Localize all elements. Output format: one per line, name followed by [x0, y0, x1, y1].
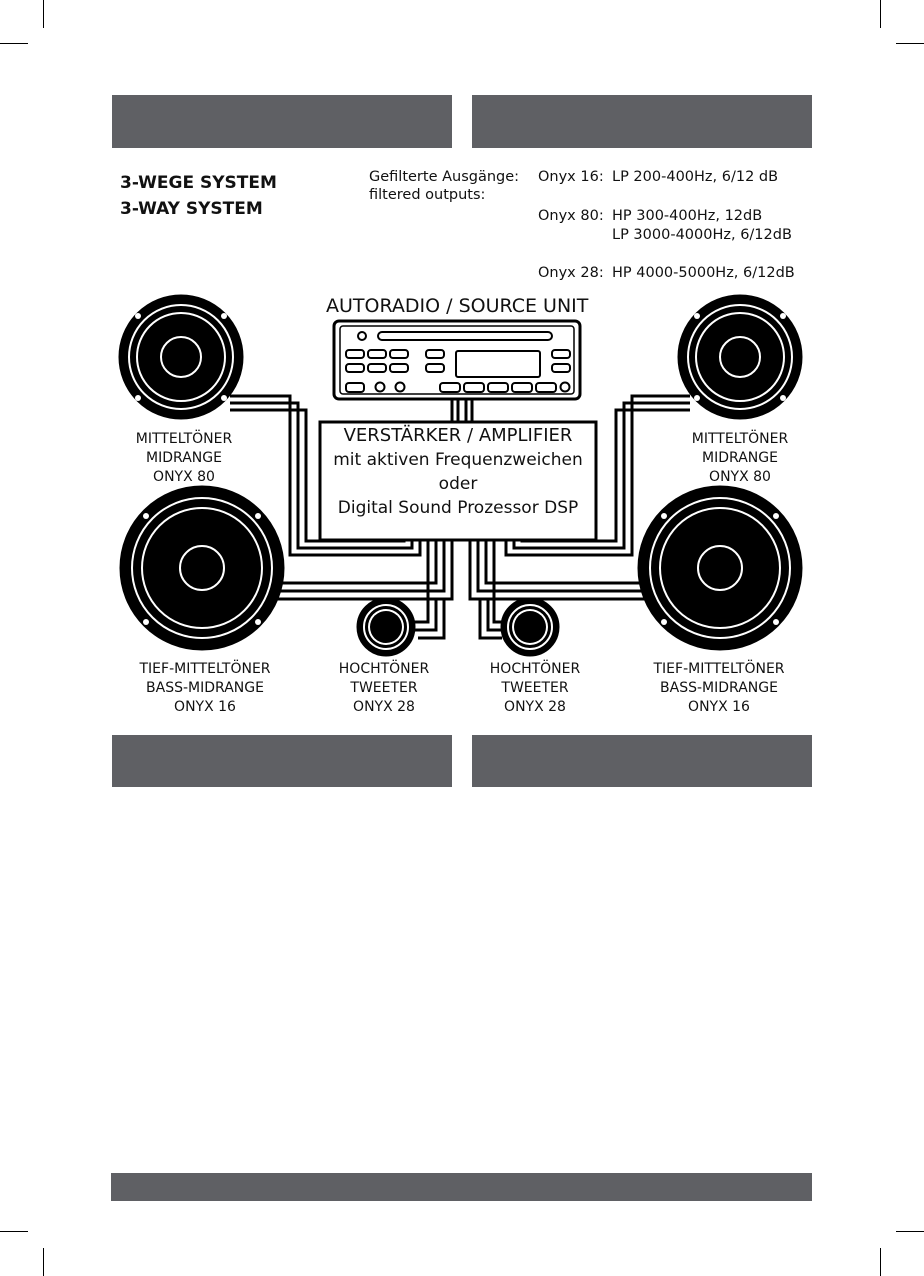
- amplifier-line-3: oder: [438, 474, 478, 494]
- label-en: MIDRANGE: [146, 450, 222, 466]
- label-de: TIEF-MITTELTÖNER: [139, 661, 271, 677]
- header-bar-left: [112, 95, 452, 148]
- wire-bass-left: [276, 540, 454, 601]
- label-de: MITTELTÖNER: [135, 431, 233, 447]
- speaker-wires: [230, 394, 690, 640]
- amplifier-line-1: VERSTÄRKER / AMPLIFIER: [343, 425, 573, 446]
- system-title: 3-WEGE SYSTEM 3-WAY SYSTEM: [120, 170, 277, 222]
- filtered-label-de: Gefilterte Ausgänge:: [369, 169, 520, 185]
- source-amp-wire: [450, 398, 474, 424]
- speaker-tweeter-right: [500, 597, 560, 657]
- label-model: ONYX 28: [504, 699, 566, 715]
- system-title-de: 3-WEGE SYSTEM: [120, 173, 277, 193]
- crop-mark: [880, 0, 881, 28]
- crop-mark: [896, 1231, 924, 1232]
- speaker-tweeter-left: [356, 597, 416, 657]
- display: [455, 350, 541, 378]
- section-bar-right: [472, 735, 812, 787]
- speaker-bass-right: [637, 485, 803, 651]
- source-unit: [332, 319, 582, 401]
- filtered-outputs-label: Gefilterte Ausgänge: filtered outputs:: [369, 168, 519, 204]
- filter-spec: LP 200-400Hz, 6/12 dB: [612, 169, 779, 185]
- label-model: ONYX 16: [688, 699, 750, 715]
- crop-mark: [880, 1248, 881, 1276]
- crop-mark: [43, 1248, 44, 1276]
- label-en: BASS-MIDRANGE: [146, 680, 264, 696]
- system-title-en: 3-WAY SYSTEM: [120, 199, 263, 219]
- crop-mark: [0, 43, 28, 44]
- label-tweeter-left: HOCHTÖNER TWEETER ONYX 28: [339, 660, 429, 717]
- filter-spec: LP 3000-4000Hz, 6/12dB: [612, 227, 792, 243]
- speaker-midrange-left: [118, 294, 244, 420]
- label-bass-right: TIEF-MITTELTÖNER BASS-MIDRANGE ONYX 16: [653, 660, 784, 717]
- crop-mark: [43, 0, 44, 28]
- label-tweeter-right: HOCHTÖNER TWEETER ONYX 28: [490, 660, 580, 717]
- label-model: ONYX 80: [153, 469, 215, 485]
- section-bar-left: [112, 735, 452, 787]
- label-model: ONYX 16: [174, 699, 236, 715]
- label-model: ONYX 80: [709, 469, 771, 485]
- amplifier-line-2: mit aktiven Frequenzweichen: [333, 450, 583, 470]
- label-de: HOCHTÖNER: [338, 661, 430, 677]
- label-midrange-right: MITTELTÖNER MIDRANGE ONYX 80: [692, 430, 788, 487]
- header-bar-right: [472, 95, 812, 148]
- cd-slot: [377, 331, 553, 341]
- filter-spec: HP 300-400Hz, 12dB: [612, 208, 763, 224]
- label-de: MITTELTÖNER: [691, 431, 789, 447]
- amplifier-box: [318, 420, 598, 542]
- filter-spec: HP 4000-5000Hz, 6/12dB: [612, 265, 795, 281]
- wire-bass-right: [468, 540, 646, 601]
- label-en: TWEETER: [501, 680, 569, 696]
- filter-model: Onyx 80:: [538, 208, 604, 224]
- label-de: TIEF-MITTELTÖNER: [653, 661, 785, 677]
- source-unit-label: AUTORADIO / SOURCE UNIT: [326, 295, 589, 317]
- label-midrange-left: MITTELTÖNER MIDRANGE ONYX 80: [136, 430, 232, 487]
- crop-mark: [896, 43, 924, 44]
- speaker-bass-left: [119, 485, 285, 651]
- amplifier-label: VERSTÄRKER / AMPLIFIER mit aktiven Frequ…: [322, 424, 594, 520]
- filter-model: Onyx 28:: [538, 265, 604, 281]
- filter-model: Onyx 16:: [538, 169, 604, 185]
- label-model: ONYX 28: [353, 699, 415, 715]
- label-bass-left: TIEF-MITTELTÖNER BASS-MIDRANGE ONYX 16: [139, 660, 270, 717]
- label-en: TWEETER: [350, 680, 418, 696]
- crop-mark: [0, 1231, 28, 1232]
- label-en: BASS-MIDRANGE: [660, 680, 778, 696]
- label-en: MIDRANGE: [702, 450, 778, 466]
- speaker-midrange-right: [677, 294, 803, 420]
- footer-bar: [111, 1173, 812, 1201]
- filtered-label-en: filtered outputs:: [369, 187, 486, 203]
- amplifier-line-4: Digital Sound Prozessor DSP: [337, 498, 579, 518]
- label-de: HOCHTÖNER: [489, 661, 581, 677]
